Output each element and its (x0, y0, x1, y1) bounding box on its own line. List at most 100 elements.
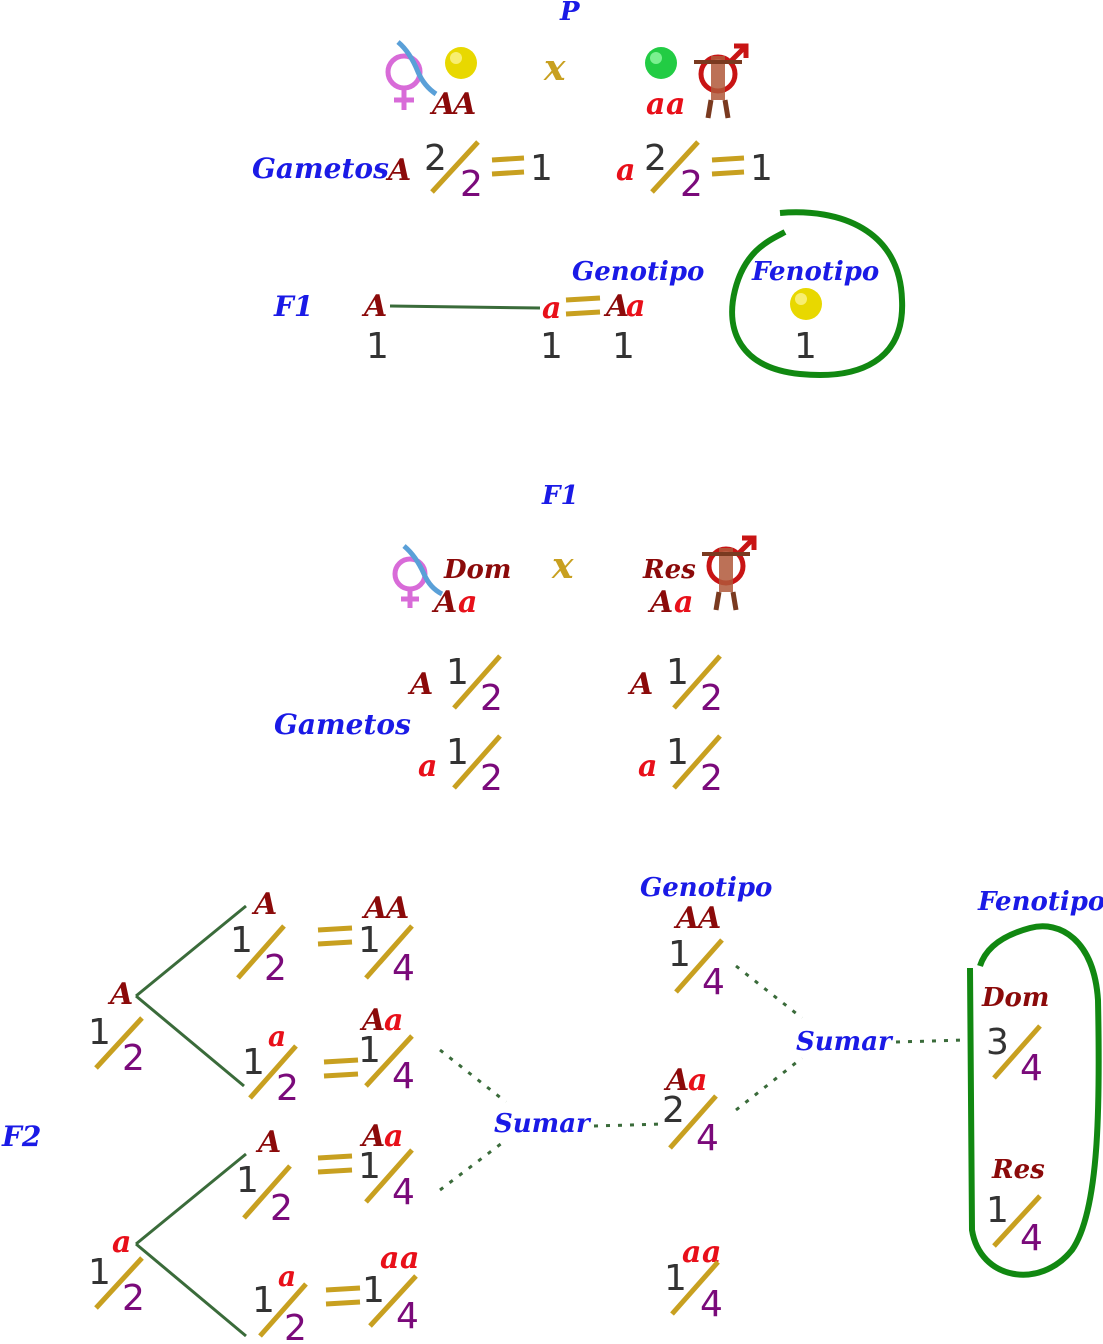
svg-text:A: A (673, 901, 699, 936)
svg-text:1: 1 (530, 148, 553, 189)
svg-text:2: 2 (700, 678, 723, 719)
cross-symbol-f1: x (551, 545, 574, 587)
f2-branch-aa-dom: A 1 2 A A 1 4 (230, 887, 415, 989)
svg-text:1: 1 (668, 934, 691, 975)
svg-text:a: a (674, 585, 693, 620)
svg-text:4: 4 (1020, 1218, 1043, 1259)
svg-text:4: 4 (696, 1118, 719, 1159)
svg-text:1: 1 (242, 1042, 265, 1083)
male-symbol-icon-f1 (702, 535, 757, 611)
svg-text:A: A (627, 667, 653, 702)
svg-text:1: 1 (666, 652, 689, 693)
f2-label: F2 (1, 1120, 41, 1153)
svg-text:A: A (359, 1003, 385, 1038)
svg-text:a: a (380, 1241, 399, 1276)
svg-text:a: a (112, 1225, 131, 1260)
svg-text:4: 4 (1020, 1048, 1043, 1089)
svg-text:2: 2 (680, 164, 703, 205)
f1-title: F1 (541, 481, 579, 511)
f2-genotype-homo-dom: A A 1 4 (668, 901, 725, 1003)
f1-genotype: A a (603, 289, 645, 324)
p-female-genotype: A A (429, 87, 476, 122)
gamete-male-p: a 2 2 1 (616, 138, 773, 205)
svg-text:2: 2 (264, 948, 287, 989)
svg-text:1: 1 (88, 1012, 111, 1053)
f2-phenotype-circle (967, 923, 1102, 1278)
svg-text:A: A (647, 585, 673, 620)
svg-text:A: A (251, 887, 277, 922)
svg-text:4: 4 (392, 1056, 415, 1097)
f1-yellow-pea-icon (790, 288, 822, 320)
svg-text:1: 1 (236, 1160, 259, 1201)
gametos-label-f1: Gametos (274, 708, 411, 741)
cross-symbol: x (543, 47, 566, 89)
svg-text:1: 1 (664, 1258, 687, 1299)
svg-text:A: A (695, 901, 721, 936)
f1-phenotype-count: 1 (794, 326, 817, 367)
green-pea-icon (645, 47, 677, 79)
dom-label-f2: Dom (981, 983, 1049, 1013)
svg-text:1: 1 (252, 1280, 275, 1321)
svg-text:a: a (418, 749, 437, 784)
f1-right-count: 1 (540, 326, 563, 367)
svg-text:A: A (383, 891, 409, 926)
f1-female-genotype: A a (431, 585, 477, 620)
svg-text:4: 4 (392, 1172, 415, 1213)
f2-genotype-homo-rec: a a 1 4 (664, 1235, 723, 1325)
male-symbol-icon (694, 43, 749, 119)
gametos-label-p: Gametos (252, 152, 389, 185)
svg-text:1: 1 (358, 920, 381, 961)
sumar-label-2: Sumar (796, 1027, 894, 1057)
svg-text:A: A (255, 1125, 281, 1160)
svg-text:a: a (268, 1020, 286, 1053)
f2-root-dom: A 1 2 (88, 977, 145, 1079)
svg-text:A: A (429, 87, 455, 122)
svg-text:3: 3 (986, 1022, 1009, 1063)
svg-text:a: a (682, 1235, 701, 1270)
svg-text:2: 2 (276, 1068, 299, 1109)
sumar-label-1: Sumar (494, 1109, 592, 1139)
f2-genotype-hetero: A a 2 4 (662, 1063, 719, 1159)
svg-text:a: a (646, 87, 665, 122)
f2-sum-connectors (439, 964, 967, 1192)
svg-text:2: 2 (644, 138, 667, 179)
svg-text:a: a (458, 585, 477, 620)
svg-text:a: a (626, 289, 645, 324)
svg-text:A: A (407, 667, 433, 702)
svg-text:2: 2 (284, 1308, 307, 1344)
svg-text:1: 1 (986, 1190, 1009, 1231)
svg-text:2: 2 (122, 1038, 145, 1079)
f1-left-count: 1 (366, 326, 389, 367)
svg-text:2: 2 (122, 1278, 145, 1319)
yellow-pea-icon (445, 47, 477, 79)
fenotipo-label-f2: Fenotipo (977, 887, 1103, 917)
f1-cross-line (389, 304, 541, 310)
f2-phenotype-res: 1 4 (986, 1190, 1043, 1259)
svg-text:A: A (431, 585, 457, 620)
female-symbol-icon-f1 (392, 544, 444, 608)
f1-genotype-count: 1 (612, 326, 635, 367)
svg-text:A: A (663, 1063, 689, 1098)
f1-phenotype-circle (729, 209, 906, 378)
svg-text:a: a (666, 87, 685, 122)
svg-text:1: 1 (358, 1146, 381, 1187)
f2-tree-lines (135, 904, 247, 1338)
p-generation-label: P (559, 0, 581, 27)
f1-row-label: F1 (273, 290, 313, 323)
genotipo-label-f2: Genotipo (640, 873, 772, 903)
svg-text:1: 1 (362, 1270, 385, 1311)
svg-text:4: 4 (702, 962, 725, 1003)
svg-text:2: 2 (662, 1090, 685, 1131)
svg-text:A: A (361, 891, 387, 926)
svg-text:a: a (384, 1003, 403, 1038)
f1-left-allele: A (361, 289, 387, 324)
svg-text:2: 2 (460, 164, 483, 205)
gamete-female-p: A 2 2 1 (385, 138, 553, 205)
svg-text:2: 2 (700, 758, 723, 799)
res-label-f1: Res (642, 555, 696, 585)
svg-text:A: A (603, 289, 629, 324)
p-male-genotype: a a (646, 87, 685, 122)
svg-text:2: 2 (424, 138, 447, 179)
female-symbol-icon (385, 40, 438, 110)
